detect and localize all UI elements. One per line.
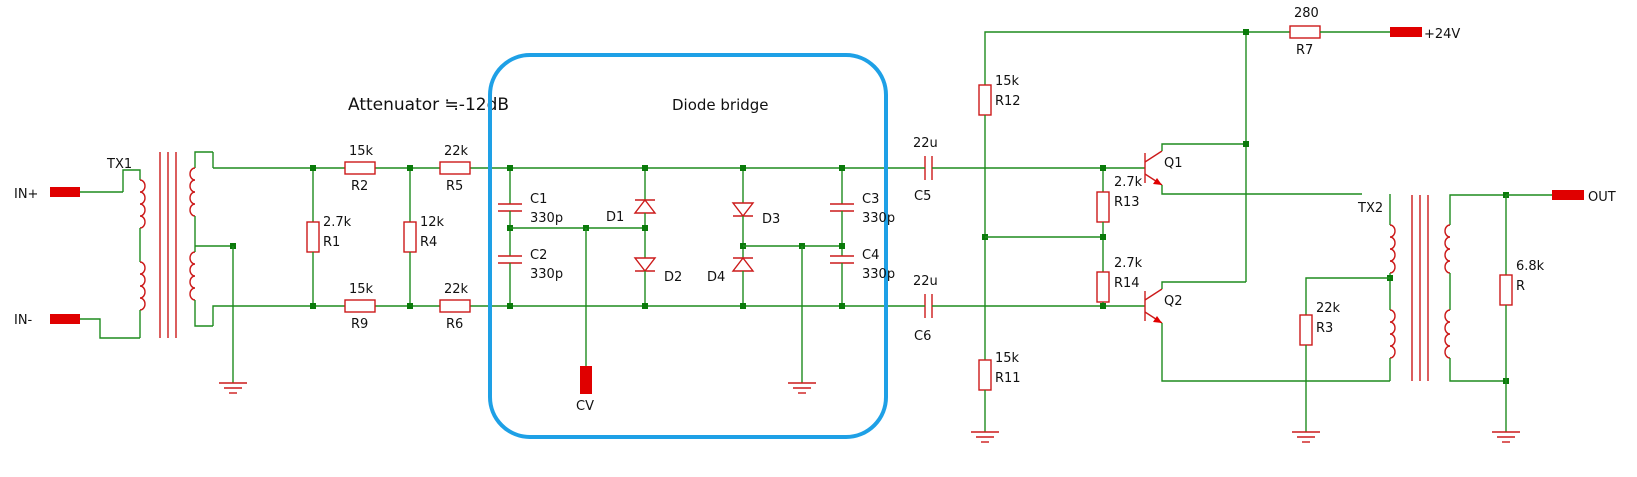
resistor-r5: 22k R5 — [439, 144, 471, 194]
r7-name: R7 — [1296, 43, 1313, 58]
ground-r11 — [971, 431, 999, 443]
transformer-tx1: TX1 — [106, 151, 313, 383]
supply-label: +24V — [1424, 27, 1460, 42]
c6-name: C6 — [914, 329, 931, 344]
c1-value: 330p — [530, 211, 563, 226]
r1-value: 2.7k — [323, 215, 352, 230]
diode-d2: D2 — [633, 257, 682, 306]
in-plus-label: IN+ — [14, 187, 38, 202]
resistor-r14: 2.7k R14 — [1096, 256, 1143, 306]
r13-value: 2.7k — [1114, 175, 1143, 190]
resistor-r3: 22k R3 — [1299, 301, 1341, 432]
out-label: OUT — [1588, 190, 1616, 205]
r12-name: R12 — [995, 94, 1021, 109]
c2-name: C2 — [530, 248, 547, 263]
transformer-tx2: TX2 — [1357, 194, 1506, 382]
resistor-r12: 15k R12 — [978, 74, 1021, 116]
capacitor-c5: 22u C5 — [913, 136, 938, 204]
r14-value: 2.7k — [1114, 256, 1143, 271]
cv-port: CV — [576, 366, 594, 414]
d1-label: D1 — [606, 210, 624, 225]
resistor-r13: 2.7k R13 — [1096, 168, 1143, 272]
c3-value: 330p — [862, 211, 895, 226]
capacitor-c1: C1 330p — [498, 168, 563, 256]
resistor-r1: 2.7k R1 — [306, 168, 352, 306]
capacitor-c2: C2 330p — [498, 248, 563, 306]
r13-name: R13 — [1114, 195, 1140, 210]
r5-name: R5 — [446, 179, 463, 194]
ground-rload — [1492, 431, 1520, 443]
c4-name: C4 — [862, 248, 879, 263]
out-port: OUT — [1552, 190, 1616, 205]
transistor-q1: Q1 — [1144, 150, 1183, 186]
c6-value: 22u — [913, 274, 938, 289]
c5-value: 22u — [913, 136, 938, 151]
r1-name: R1 — [323, 235, 340, 250]
r4-name: R4 — [420, 235, 437, 250]
r5-value: 22k — [444, 144, 469, 159]
resistor-r2: 15k R2 — [344, 144, 376, 194]
transistor-q2: Q2 — [1144, 288, 1183, 324]
r9-name: R9 — [351, 317, 368, 332]
tx2-label: TX2 — [1357, 201, 1383, 216]
ground-diode-bridge — [788, 382, 816, 394]
r11-name: R11 — [995, 371, 1021, 386]
c4-value: 330p — [862, 267, 895, 282]
capacitor-c6: 22u C6 — [913, 274, 938, 344]
resistor-r4: 12k R4 — [403, 168, 445, 306]
q1-label: Q1 — [1164, 156, 1183, 171]
r2-value: 15k — [349, 144, 374, 159]
r12-value: 15k — [995, 74, 1020, 89]
r3-name: R3 — [1316, 321, 1333, 336]
rload-name: R — [1516, 279, 1525, 294]
resistor-r6: 22k R6 — [439, 282, 471, 332]
r7-value: 280 — [1294, 6, 1319, 21]
c5-name: C5 — [914, 189, 931, 204]
diode-d3: D3 — [731, 168, 780, 258]
ground-r3 — [1292, 431, 1320, 443]
diode-bridge-box — [488, 53, 888, 439]
attenuator-title: Attenuator ≒-12dB — [348, 95, 509, 115]
r6-value: 22k — [444, 282, 469, 297]
supply-port: +24V — [1390, 27, 1460, 42]
r4-value: 12k — [420, 215, 445, 230]
capacitor-c3: C3 330p — [830, 168, 895, 256]
rload-value: 6.8k — [1516, 259, 1545, 274]
q2-label: Q2 — [1164, 294, 1183, 309]
r6-name: R6 — [446, 317, 463, 332]
diode-bridge-title: Diode bridge — [672, 96, 769, 114]
r2-name: R2 — [351, 179, 368, 194]
c2-value: 330p — [530, 267, 563, 282]
r11-value: 15k — [995, 351, 1020, 366]
d3-label: D3 — [762, 212, 780, 227]
resistor-r9: 15k R9 — [344, 282, 376, 332]
in-minus-label: IN- — [14, 313, 33, 328]
ground-tx1 — [219, 382, 247, 394]
diode-d1: D1 — [606, 168, 657, 258]
cv-label: CV — [576, 399, 594, 414]
tx1-label: TX1 — [106, 157, 132, 172]
diode-d4: D4 — [707, 256, 755, 306]
resistor-r7: 280 R7 — [1289, 6, 1321, 58]
resistor-rload: 6.8k R — [1499, 195, 1545, 432]
in-minus-port: IN- — [14, 313, 140, 339]
r9-value: 15k — [349, 282, 374, 297]
d2-label: D2 — [664, 270, 682, 285]
c1-name: C1 — [530, 192, 547, 207]
r14-name: R14 — [1114, 276, 1140, 291]
capacitor-c4: C4 330p — [830, 248, 895, 306]
in-plus-port: IN+ — [14, 187, 123, 202]
r3-value: 22k — [1316, 301, 1341, 316]
c3-name: C3 — [862, 192, 879, 207]
d4-label: D4 — [707, 270, 725, 285]
